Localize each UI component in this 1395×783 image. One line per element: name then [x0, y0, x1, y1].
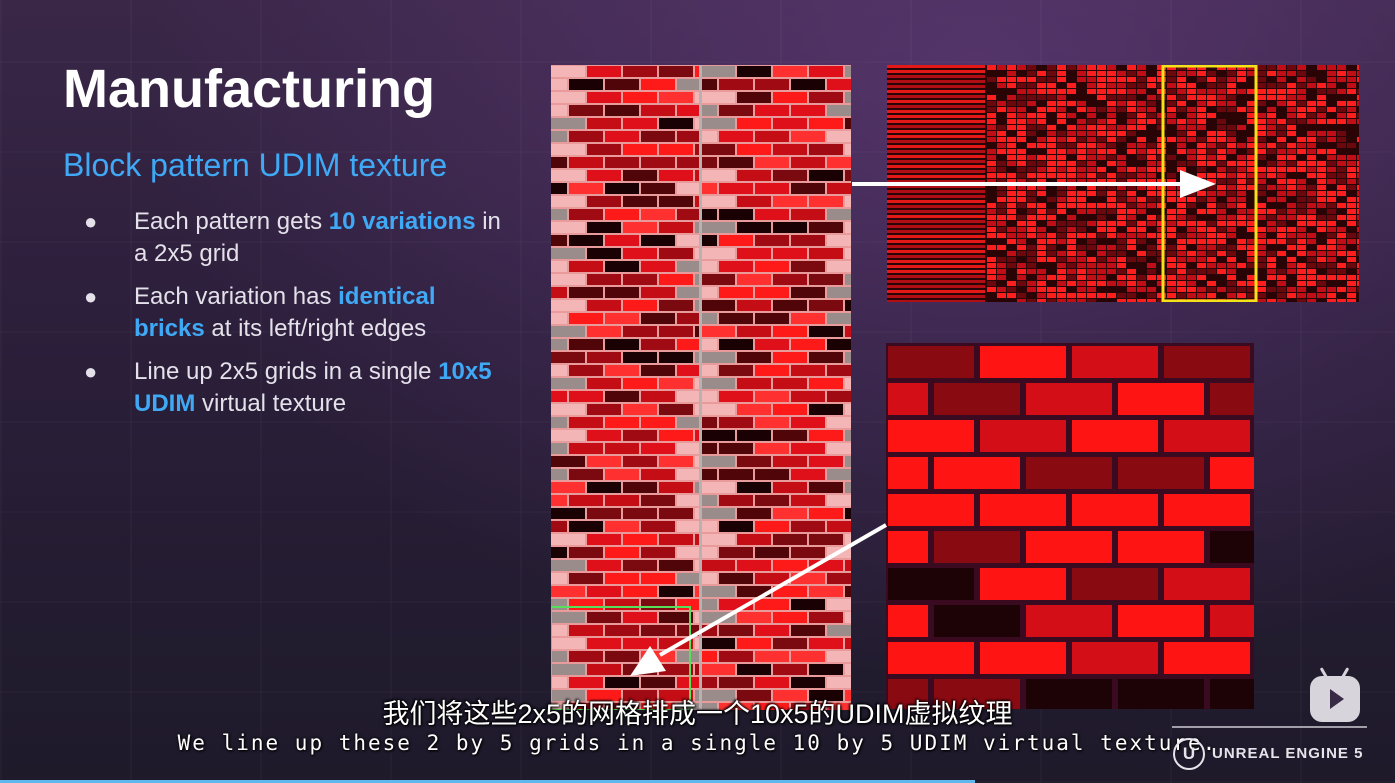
udim-strip-image [887, 65, 1359, 302]
bullet-dot-icon: ● [84, 359, 98, 384]
unreal-logo-icon: U [1173, 738, 1205, 770]
bullet-text: at its left/right edges [204, 315, 427, 342]
slide-title: Manufacturing [63, 59, 435, 119]
brick-closeup-image [886, 343, 1254, 709]
bullet-text: virtual texture [195, 390, 347, 417]
slide-subtitle: Block pattern UDIM texture [63, 147, 448, 183]
unreal-engine-wordmark: UNREAL ENGINE 5 [1212, 745, 1364, 762]
subtitle-english: We line up these 2 by 5 grids in a singl… [177, 731, 1218, 755]
video-progress-bar[interactable] [0, 780, 975, 783]
bullet-text: Each pattern gets [134, 208, 329, 235]
bullet-item: ● Each variation has identical bricks at… [84, 281, 504, 345]
bullet-list: ● Each pattern gets 10 variations in a 2… [84, 206, 504, 431]
bullet-dot-icon: ● [84, 209, 98, 234]
bullet-item: ● Each pattern gets 10 variations in a 2… [84, 206, 504, 270]
bullet-text: Line up 2x5 grids in a single [134, 358, 439, 385]
bullet-text: Each variation has [134, 283, 339, 310]
bullet-item: ● Line up 2x5 grids in a single 10x5 UDI… [84, 356, 504, 420]
udim-brick-column-image [551, 65, 851, 710]
green-selection-box [551, 606, 691, 710]
bullet-dot-icon: ● [84, 284, 98, 309]
bullet-highlight: 10 variations [328, 208, 476, 235]
bullet-text: in a 2x5 grid [134, 208, 501, 267]
bilibili-tv-icon[interactable] [1310, 667, 1360, 722]
subtitle-chinese: 我们将这些2x5的网格排成一个10x5的UDIM虚拟纹理 [382, 699, 1013, 729]
branding-divider [1172, 726, 1367, 728]
bullet-highlight: identical bricks [134, 283, 436, 342]
bullet-highlight: 10x5 UDIM [134, 358, 492, 417]
